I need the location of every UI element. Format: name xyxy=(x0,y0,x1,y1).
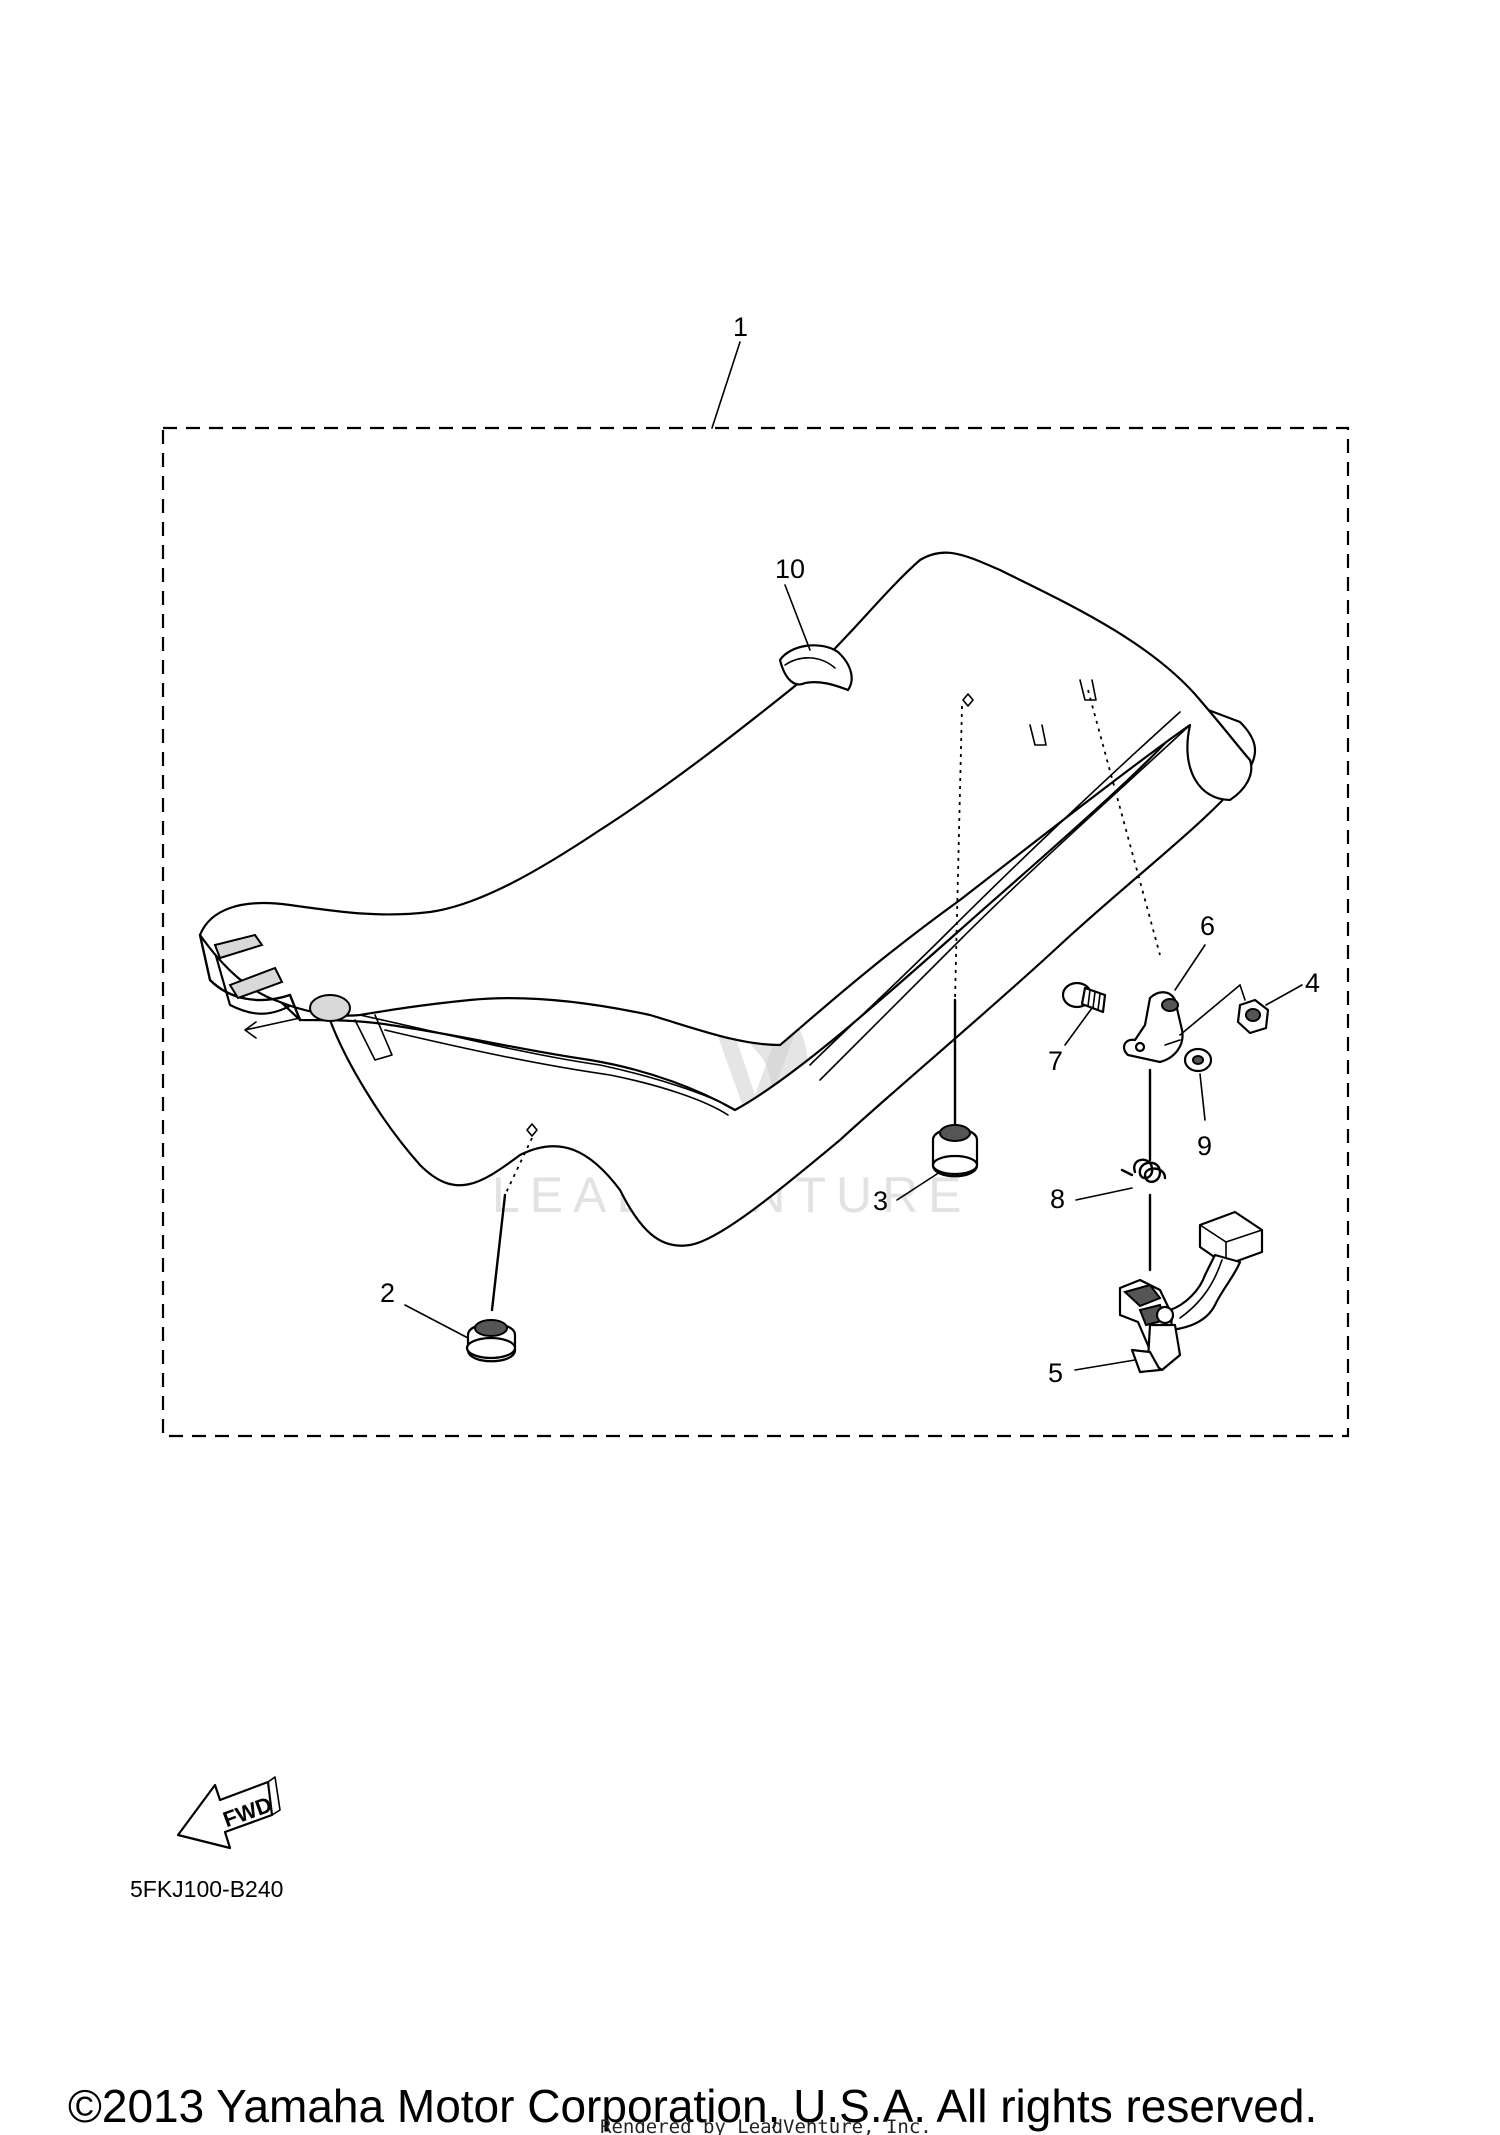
callout-6: 6 xyxy=(1200,911,1215,941)
assembly-boundary-box xyxy=(161,426,1350,1438)
leader-6 xyxy=(1174,944,1206,991)
damper-2-stem xyxy=(490,1193,507,1312)
pan-slot-2 xyxy=(228,966,284,1000)
leader-1 xyxy=(711,341,741,429)
leader-4 xyxy=(1265,984,1303,1006)
rendered-by-text: Rendered by LeadVenture, Inc. xyxy=(600,2116,932,2135)
leader-5 xyxy=(1074,1359,1136,1371)
diagram-code: 5FKJ100-B240 xyxy=(130,1876,283,1902)
strap-fold xyxy=(784,657,836,669)
seat-strap xyxy=(778,644,853,692)
dash-line-damper-rear xyxy=(954,705,963,1001)
leader-9 xyxy=(1199,1073,1206,1121)
clip-part-9 xyxy=(1183,1047,1213,1073)
seat-piping-4 xyxy=(809,711,1181,1066)
lever-part-5 xyxy=(1118,1210,1264,1374)
copyright-text: ©2013 Yamaha Motor Corporation, U.S.A. A… xyxy=(68,2080,1317,2132)
seat-piping-3 xyxy=(819,724,1191,1081)
dash-line-damper-front xyxy=(504,1137,533,1196)
seat-base xyxy=(208,703,1257,1247)
leader-2 xyxy=(404,1304,469,1339)
callout-7: 7 xyxy=(1048,1046,1063,1076)
seat-cushion xyxy=(198,551,1253,1047)
bolt-part-7 xyxy=(1061,981,1107,1014)
leader-10 xyxy=(784,584,811,651)
seat-piping xyxy=(359,1014,736,1111)
callout-9: 9 xyxy=(1197,1131,1212,1161)
leader-8 xyxy=(1075,1187,1133,1201)
bracket-pin-line xyxy=(1179,984,1241,1036)
leader-7 xyxy=(1064,1007,1093,1046)
pan-bracket xyxy=(354,1014,393,1061)
callout-3: 3 xyxy=(873,1186,888,1216)
seat-hook-mark-2 xyxy=(526,1123,538,1137)
dash-line-bracket xyxy=(1087,689,1161,956)
pan-boss xyxy=(309,994,351,1022)
pan-slot-1 xyxy=(213,933,264,960)
damper-part-2 xyxy=(465,1319,517,1363)
seat-assembly xyxy=(198,551,1257,1247)
seat-piping-2 xyxy=(384,1029,729,1116)
bracket-pin-line-2 xyxy=(1239,984,1246,1001)
callout-2: 2 xyxy=(380,1278,395,1308)
damper-part-3 xyxy=(931,1124,979,1178)
callout-5: 5 xyxy=(1048,1358,1063,1388)
seat-hook-1 xyxy=(1029,724,1047,746)
pan-arrow xyxy=(244,1017,301,1039)
bracket-part-6 xyxy=(1122,991,1184,1064)
leader-3 xyxy=(896,1171,941,1201)
callout-8: 8 xyxy=(1050,1184,1065,1214)
callout-1: 1 xyxy=(733,312,748,342)
callout-4: 4 xyxy=(1305,968,1320,998)
seat-front-pan xyxy=(198,933,302,1022)
callout-10: 10 xyxy=(775,554,805,584)
nut-part-4 xyxy=(1236,998,1270,1035)
seat-hook-mark xyxy=(962,693,974,707)
spring-part-8 xyxy=(1120,1158,1167,1183)
fwd-arrow-icon: FWD xyxy=(176,1776,281,1850)
